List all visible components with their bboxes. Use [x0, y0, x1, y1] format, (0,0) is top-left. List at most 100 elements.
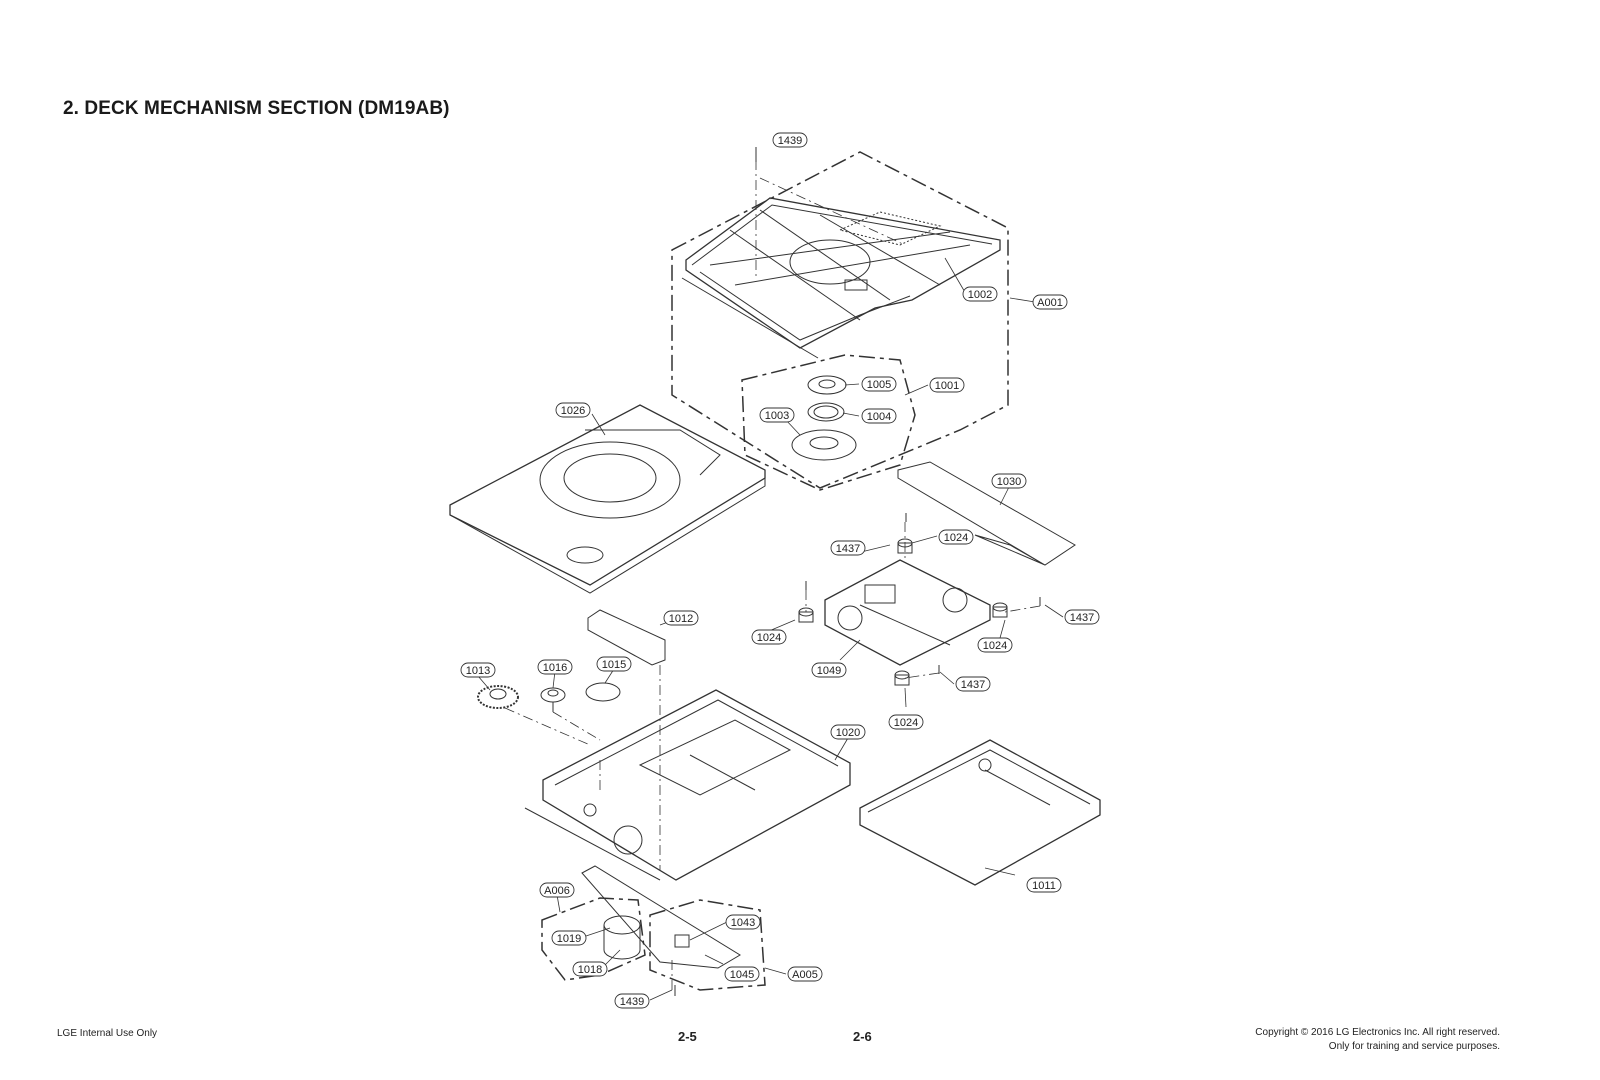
callout-1437: 1437	[955, 676, 991, 692]
callout-label: 1020	[836, 727, 860, 739]
assembly-1001-boundary	[741, 354, 916, 491]
callout-label: 1045	[730, 969, 754, 981]
leader-lines	[477, 257, 1064, 1001]
traverse-base-part	[824, 559, 991, 666]
bottom-cover-part	[859, 739, 1101, 886]
callout-bubble	[861, 408, 897, 424]
callout-bubble	[551, 930, 587, 946]
assembly-a006-boundary	[541, 897, 646, 981]
callout-label: 1016	[543, 662, 567, 674]
copyright-notice-line: Only for training and service purposes.	[1328, 1041, 1500, 1052]
footer-internal-use: LGE Internal Use Only	[57, 1028, 158, 1039]
callout-bubble	[1064, 609, 1100, 625]
callout-label: A006	[544, 885, 570, 897]
callout-bubble	[555, 402, 591, 418]
assembly-a001-boundary	[671, 151, 1009, 489]
callout-label: 1019	[557, 933, 581, 945]
callout-label: 1003	[765, 410, 789, 422]
copyright-line: Copyright © 2016 LG Electronics Inc. All…	[1255, 1027, 1500, 1038]
rack-1012-part	[587, 609, 666, 666]
callout-label: 1437	[836, 543, 860, 555]
switch-1043-part	[674, 934, 690, 948]
callout-bubble	[955, 676, 991, 692]
screw-part	[674, 147, 1041, 996]
callout-bubble	[772, 132, 808, 148]
callout-label: 1024	[894, 717, 918, 729]
page-number-left: 2-5	[678, 1029, 697, 1044]
loading-motor-1018-part	[603, 915, 641, 960]
callout-label: A005	[792, 969, 818, 981]
callout-label: 1011	[1032, 880, 1056, 892]
callout-label: 1002	[968, 289, 992, 301]
callout-1018: 1018	[572, 961, 608, 977]
lever-1045-part	[581, 865, 741, 969]
callout-1020: 1020	[830, 724, 866, 740]
callout-a006: A006	[539, 882, 575, 898]
magnet-1004-part	[807, 402, 845, 422]
callout-bubble	[759, 407, 795, 423]
callout-1016: 1016	[537, 659, 573, 675]
callout-label: 1018	[578, 964, 602, 976]
callout-bubble	[830, 724, 866, 740]
callout-bubble	[991, 473, 1027, 489]
callout-bubble	[1032, 294, 1068, 310]
callout-bubble	[596, 656, 632, 672]
callout-1437: 1437	[1064, 609, 1100, 625]
callout-1002: 1002	[962, 286, 998, 302]
page-number-right: 2-6	[853, 1029, 872, 1044]
callout-1011: 1011	[1026, 877, 1062, 893]
clamper-base-1003-part	[791, 429, 857, 461]
callout-bubble	[938, 529, 974, 545]
callout-label: 1024	[757, 632, 781, 644]
callout-label: 1024	[944, 532, 968, 544]
callout-bubble	[539, 882, 575, 898]
callout-bubble	[1026, 877, 1062, 893]
callout-bubble	[537, 659, 573, 675]
callout-bubble	[724, 966, 760, 982]
callout-bubble	[663, 610, 699, 626]
disc-tray-part	[449, 404, 766, 594]
callout-bubble	[725, 914, 761, 930]
callout-bubble	[830, 540, 866, 556]
page-title: 2. DECK MECHANISM SECTION (DM19AB)	[63, 98, 450, 119]
callout-label: 1004	[867, 411, 891, 423]
gear-1013-part	[477, 685, 519, 709]
callout-bubble	[977, 637, 1013, 653]
footer-copyright: Copyright © 2016 LG Electronics Inc. All…	[1255, 1026, 1500, 1054]
flat-cable-part	[897, 461, 1076, 566]
callout-a001: A001	[1032, 294, 1068, 310]
callout-label: 1005	[867, 379, 891, 391]
callout-a005: A005	[787, 966, 823, 982]
callout-bubble	[888, 714, 924, 730]
callout-bubble	[787, 966, 823, 982]
callout-bubble	[861, 376, 897, 392]
top-cover-part	[681, 197, 1001, 359]
callout-1019: 1019	[551, 930, 587, 946]
callout-bubble	[572, 961, 608, 977]
callout-1005: 1005	[861, 376, 897, 392]
callout-1030: 1030	[991, 473, 1027, 489]
callout-1024: 1024	[751, 629, 787, 645]
callout-1003: 1003	[759, 407, 795, 423]
callout-label: A001	[1037, 297, 1063, 309]
callout-label: 1001	[935, 380, 959, 392]
callout-label: 1049	[817, 665, 841, 677]
callout-label: 1439	[778, 135, 802, 147]
callout-1439: 1439	[772, 132, 808, 148]
callout-1024: 1024	[977, 637, 1013, 653]
assembly-a005-boundary	[649, 899, 766, 991]
callout-1015: 1015	[596, 656, 632, 672]
callout-bubble	[962, 286, 998, 302]
main-chassis-part	[524, 689, 851, 881]
callout-bubble	[811, 662, 847, 678]
callout-1045: 1045	[724, 966, 760, 982]
callout-label: 1437	[961, 679, 985, 691]
callout-label: 1013	[466, 665, 490, 677]
callout-1439: 1439	[614, 993, 650, 1009]
callout-1004: 1004	[861, 408, 897, 424]
callout-1024: 1024	[938, 529, 974, 545]
callout-1013: 1013	[460, 662, 496, 678]
callout-bubble	[929, 377, 965, 393]
